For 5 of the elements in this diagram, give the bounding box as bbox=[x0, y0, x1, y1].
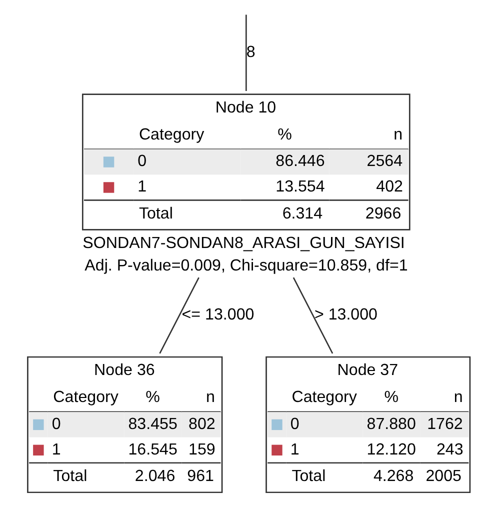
edge-label: <= 13.000 bbox=[181, 306, 254, 324]
node-label: Adj. P-value=0.009, Chi-square=10.859, df=1 bbox=[84, 256, 408, 275]
edge-label: > 13.000 bbox=[314, 306, 378, 324]
node-label: SONDAN7-SONDAN8_ARASI_GUN_SAYISI bbox=[82, 234, 404, 252]
edge-label: 8 bbox=[246, 42, 255, 61]
